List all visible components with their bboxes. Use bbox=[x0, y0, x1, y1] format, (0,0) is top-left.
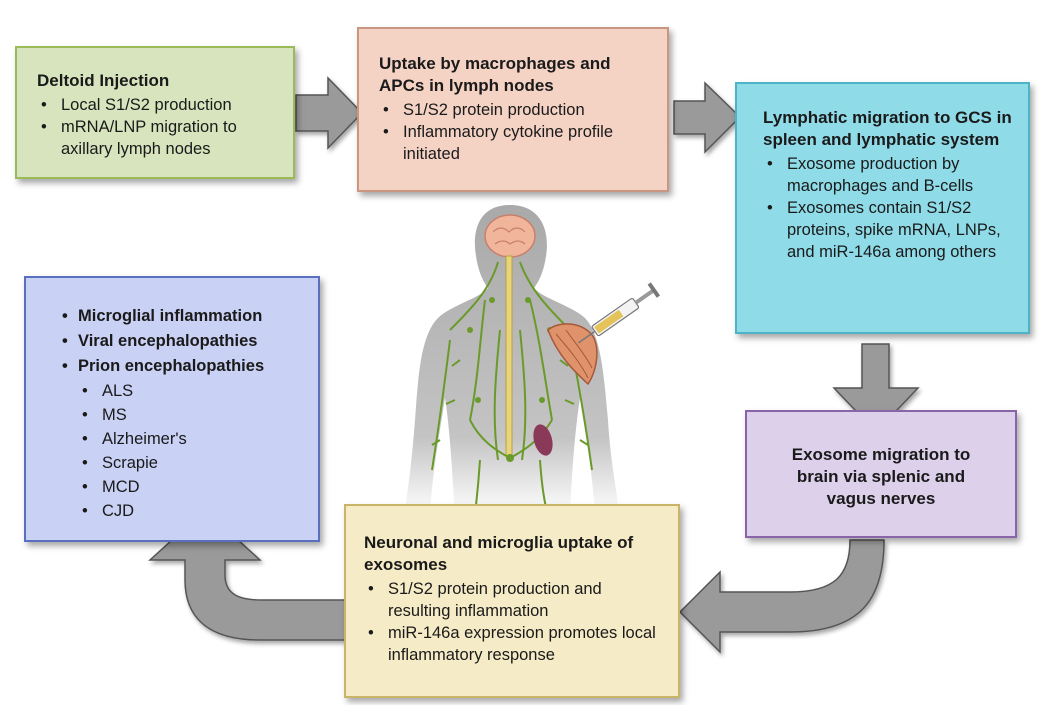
exosome-migration-box: Exosome migration to brain via splenic a… bbox=[745, 410, 1017, 538]
arrow-uptake-to-lymphatic bbox=[673, 81, 742, 154]
disease-item: MS bbox=[60, 403, 308, 427]
arrow-injection-to-uptake bbox=[295, 76, 364, 150]
box-title: Lymphatic migration to GCS in spleen and… bbox=[763, 108, 1012, 149]
lymphatic-migration-box: Lymphatic migration to GCS in spleen and… bbox=[735, 82, 1030, 334]
bullet-item: S1/S2 protein production bbox=[379, 99, 657, 121]
box-title: Neuronal and microglia uptake of exosome… bbox=[364, 533, 634, 574]
arrow-exosome-to-neuronal bbox=[678, 539, 885, 654]
box-title: Deltoid Injection bbox=[37, 71, 170, 90]
disease-item: Alzheimer's bbox=[60, 427, 308, 451]
arrow-neuronal-to-outcomes bbox=[148, 508, 346, 641]
neuronal-uptake-box: Neuronal and microglia uptake of exosome… bbox=[344, 504, 680, 698]
deltoid-injection-box: Deltoid Injection Local S1/S2 production… bbox=[15, 46, 295, 179]
condition-item: Microglial inflammation bbox=[60, 304, 308, 329]
neuro-outcomes-box: Microglial inflammation Viral encephalop… bbox=[24, 276, 320, 542]
bullet-item: S1/S2 protein production and resulting i… bbox=[364, 578, 668, 622]
bullet-item: mRNA/LNP migration to axillary lymph nod… bbox=[37, 116, 283, 160]
condition-item: Viral encephalopathies bbox=[60, 329, 308, 354]
disease-item: Scrapie bbox=[60, 451, 308, 475]
box-title: Exosome migration to brain via splenic a… bbox=[791, 445, 971, 508]
disease-item: CJD bbox=[60, 499, 308, 523]
box-title: Uptake by macrophages and APCs in lymph … bbox=[379, 54, 611, 95]
bullet-item: Inflammatory cytokine profile initiated bbox=[379, 121, 657, 165]
disease-item: MCD bbox=[60, 475, 308, 499]
disease-item: ALS bbox=[60, 379, 308, 403]
macrophage-uptake-box: Uptake by macrophages and APCs in lymph … bbox=[357, 27, 669, 192]
bullet-item: Exosomes contain S1/S2 proteins, spike m… bbox=[763, 197, 1018, 263]
human-body-illustration bbox=[404, 205, 661, 516]
bullet-item: miR-146a expression promotes local infla… bbox=[364, 622, 668, 666]
bullet-item: Exosome production by macrophages and B-… bbox=[763, 153, 1018, 197]
condition-item: Prion encephalopathies bbox=[60, 354, 308, 379]
bullet-item: Local S1/S2 production bbox=[37, 94, 283, 116]
